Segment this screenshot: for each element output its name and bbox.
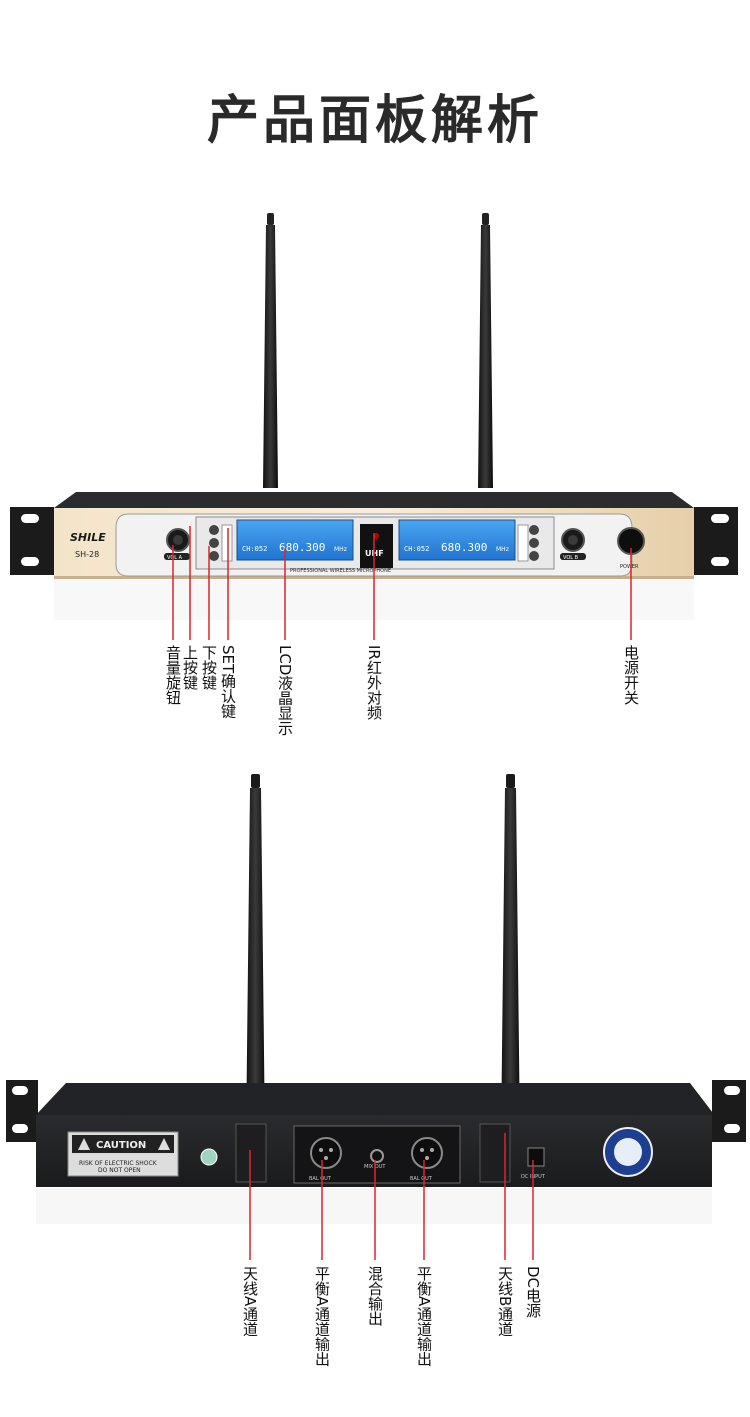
bal-out-a-label: BAL OUT <box>309 1176 332 1182</box>
lcd-a-ch: CH:052 <box>242 545 267 553</box>
front-antenna-b <box>478 213 493 488</box>
callout-mix-out: 混合输出 <box>366 1266 384 1326</box>
front-unit <box>10 213 738 620</box>
callout-balanced-b: 平衡A通道输出 <box>415 1266 433 1367</box>
callout-antenna-a: 天线A通道 <box>241 1266 259 1337</box>
lcd-b-unit: MHz <box>496 546 509 553</box>
front-callout-lines <box>172 526 632 640</box>
callout-power-switch: 电源开关 <box>622 645 640 705</box>
bal-out-b-label: BAL OUT <box>410 1176 433 1182</box>
callout-up-button: 上按键 <box>181 645 199 690</box>
power-label: POWER <box>620 564 639 570</box>
front-antenna-a <box>263 213 278 488</box>
model-label: SH-28 <box>75 550 99 559</box>
callout-balanced-a: 平衡A通道输出 <box>313 1266 331 1367</box>
caution-label: CAUTION <box>96 1140 146 1151</box>
rear-unit <box>6 774 746 1224</box>
vol-a-label: VOL A <box>167 555 183 561</box>
lcd-a-freq: 680.300 <box>279 541 325 554</box>
lcd-b-freq: 680.300 <box>441 541 487 554</box>
rear-callout-lines <box>249 1133 534 1260</box>
callout-antenna-b: 天线B通道 <box>496 1266 514 1337</box>
callout-dc-power: DC电源 <box>524 1266 542 1319</box>
callout-lcd-display: LCD液晶显示 <box>276 645 294 736</box>
page-title: 产品面板解析 <box>206 91 543 151</box>
warning-line1: RISK OF ELECTRIC SHOCK <box>79 1160 158 1167</box>
callout-volume-knob: 音量旋钮 <box>164 645 182 705</box>
rear-antenna-b <box>501 774 520 1140</box>
brand-logo: SHILE <box>70 531 106 544</box>
callout-down-button: 下按键 <box>200 645 218 690</box>
rear-antenna-a <box>246 774 265 1140</box>
warning-line2: DO NOT OPEN <box>98 1167 141 1174</box>
callout-set-button: SET确认键 <box>219 645 237 719</box>
panel-text: PROFESSIONAL WIRELESS MICROPHONE <box>290 568 391 574</box>
vol-b-label: VOL B <box>563 555 579 561</box>
lcd-b-ch: CH:052 <box>404 545 429 553</box>
callout-ir-pairing: IR红外对频 <box>365 645 383 720</box>
lcd-a-unit: MHz <box>334 546 347 553</box>
